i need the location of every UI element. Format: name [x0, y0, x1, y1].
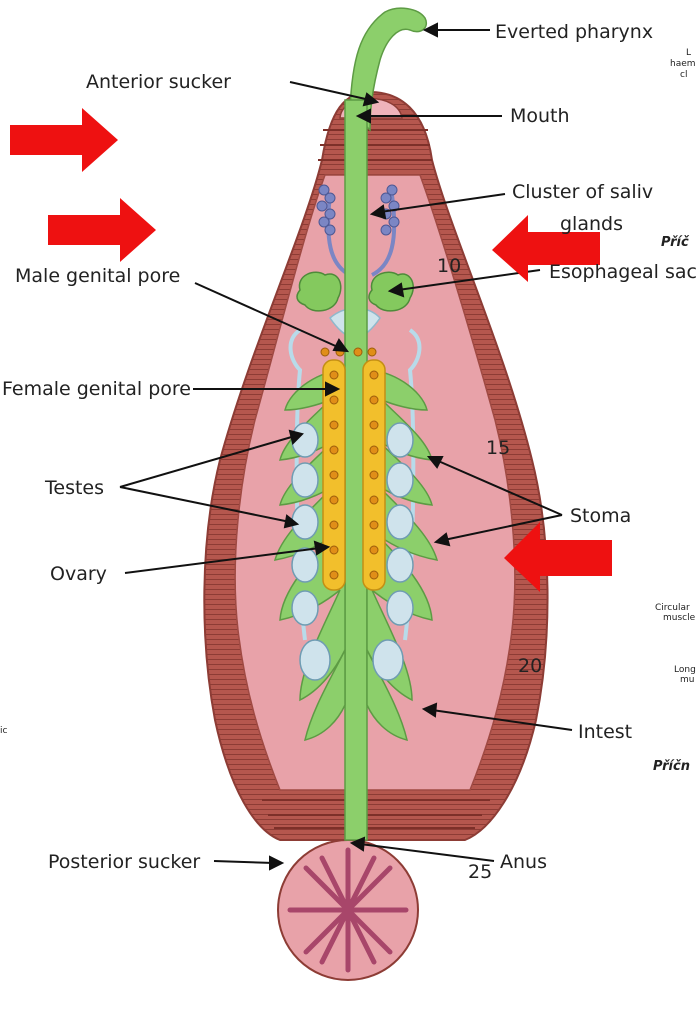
- segment-number-25: 25: [468, 861, 492, 883]
- fragment-right-top-3: cl: [680, 70, 687, 80]
- label-male-genital-pore: Male genital pore: [15, 265, 180, 287]
- label-esophageal-sac: Esophageal sac: [549, 261, 697, 283]
- segment-number-15: 15: [486, 437, 510, 459]
- fragment-mu: mu: [680, 675, 694, 685]
- fragment-pricny-1: Příč: [661, 235, 690, 250]
- label-posterior-sucker: Posterior sucker: [48, 851, 200, 873]
- label-anus: Anus: [500, 851, 547, 873]
- fragment-muscle: muscle: [663, 613, 696, 623]
- segment-number-20: 20: [518, 655, 542, 677]
- label-stomach: Stoma: [570, 505, 631, 527]
- label-testes: Testes: [44, 477, 104, 499]
- label-anterior-sucker: Anterior sucker: [86, 71, 231, 93]
- label-everted-pharynx: Everted pharynx: [495, 21, 653, 43]
- segment-number-10: 10: [437, 255, 461, 277]
- red-arrow-right-1: [10, 108, 118, 172]
- red-arrow-right-2: [48, 198, 156, 262]
- fragment-right-top-1: L: [686, 48, 691, 58]
- fragment-pricny-2: Příčn: [653, 759, 690, 774]
- label-mouth: Mouth: [510, 105, 570, 127]
- fragment-right-top-2: haem: [670, 59, 696, 69]
- fragment-circular: Circular: [655, 603, 690, 613]
- sucker-rays: [290, 850, 406, 970]
- label-cluster-salivary-1: Cluster of saliv: [512, 181, 653, 203]
- fragment-long: Long: [674, 665, 696, 675]
- fragment-left-ic: ic: [0, 726, 8, 736]
- label-ovary: Ovary: [50, 563, 107, 585]
- label-female-genital-pore: Female genital pore: [2, 378, 191, 400]
- label-intestine: Intest: [578, 721, 632, 743]
- label-cluster-salivary-2: glands: [560, 213, 623, 235]
